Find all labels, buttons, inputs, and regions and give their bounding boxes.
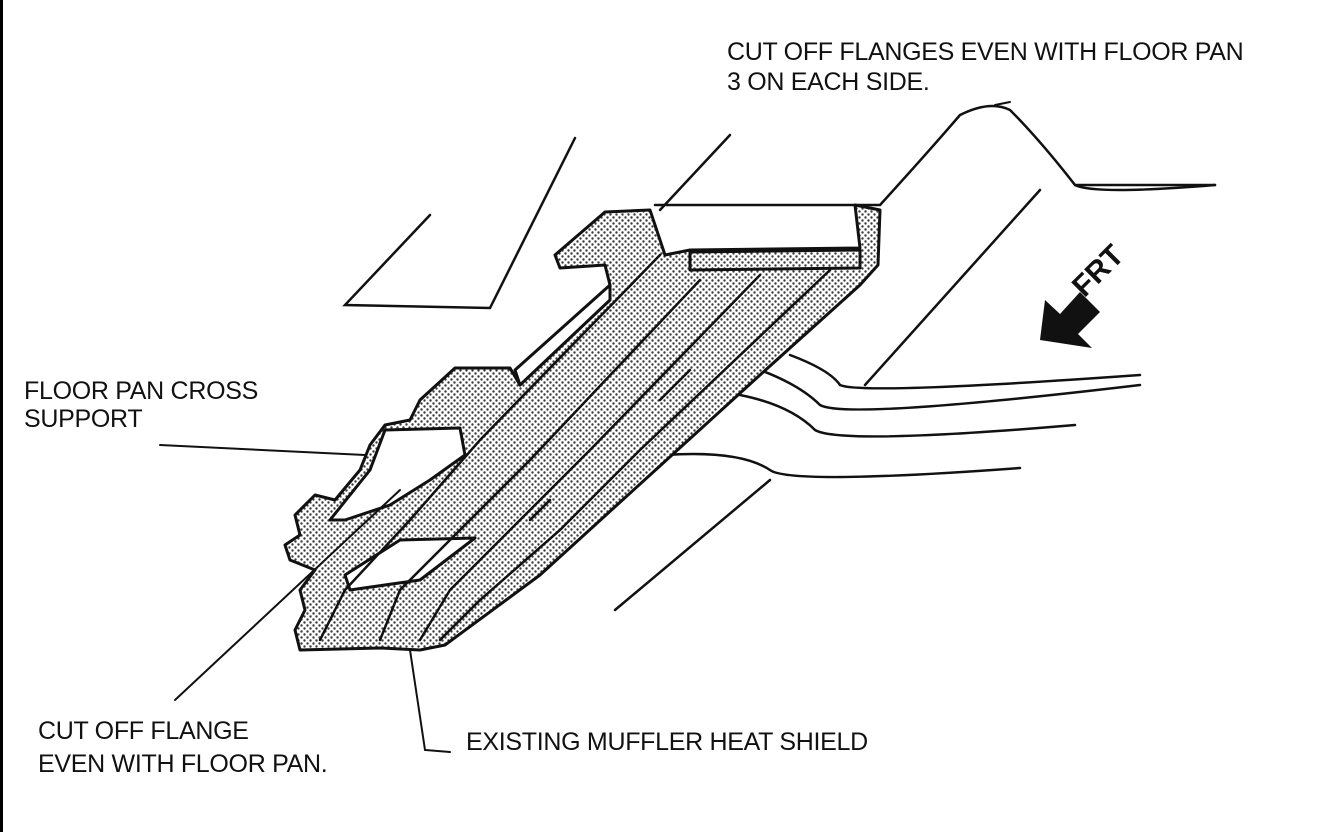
label-cross-support-line1: FLOOR PAN CROSS (24, 377, 258, 405)
floor-pan-outline (342, 104, 1217, 612)
floor-pan-tunnel-side (863, 188, 1042, 387)
leader-lines (159, 101, 1011, 753)
arrow-down-left-icon (1040, 292, 1100, 348)
upper-opening (513, 283, 612, 387)
label-heat-shield: EXISTING MUFFLER HEAT SHIELD (466, 728, 868, 756)
label-cut-flanges-line1: CUT OFF FLANGES EVEN WITH FLOOR PAN (727, 38, 1244, 66)
leader-heat-shield (409, 649, 451, 753)
heat-shield-ridges (318, 253, 832, 642)
leader-cross-support (159, 444, 366, 456)
flange-top-right (688, 248, 862, 272)
floor-pan-rib-4 (663, 452, 1022, 479)
floor-pan-edge-left (342, 136, 577, 310)
floor-pan-rail (658, 133, 732, 212)
floor-pan-edge-lower (613, 478, 772, 612)
floor-pan-rib-2 (758, 368, 1142, 411)
lower-opening (343, 536, 477, 592)
cross-support-opening (328, 426, 467, 522)
label-cut-flanges-line2: 3 ON EACH SIDE. (727, 68, 930, 96)
left-border (0, 0, 3, 832)
leader-cut-flange (174, 489, 401, 701)
floor-pan-tunnel-top (653, 104, 1217, 207)
label-cross-support-line2: SUPPORT (24, 405, 143, 433)
muffler-heat-shield (283, 203, 882, 652)
floor-pan-rib-1 (788, 353, 1142, 390)
label-cut-flange-line1: CUT OFF FLANGE (38, 717, 249, 745)
leader-cut-flanges-top (994, 101, 1011, 106)
front-direction (1040, 292, 1100, 348)
floor-pan-rib-3 (738, 393, 1077, 438)
label-cut-flange-line2: EVEN WITH FLOOR PAN. (38, 750, 328, 778)
